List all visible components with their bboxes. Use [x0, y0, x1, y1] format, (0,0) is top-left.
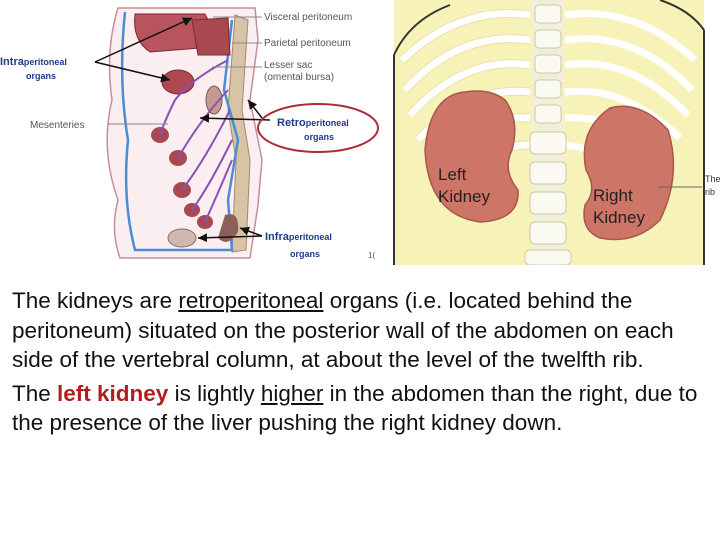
vertebral-column — [524, 0, 572, 266]
bladder-organ — [167, 228, 197, 248]
arrow-intra — [94, 17, 193, 63]
stomach-organ — [191, 17, 231, 56]
posterior-wall — [227, 14, 251, 253]
description-text: The kidneys are retroperitoneal organs (… — [12, 286, 712, 442]
body-contour-top — [393, 0, 705, 56]
right-kidney-label-1: Right — [593, 186, 633, 205]
retroperitoneal-term: retroperitoneal — [178, 288, 324, 313]
left-kidney — [424, 90, 519, 223]
right-kidney-label-2: Kidney — [593, 208, 645, 227]
label-parietal: Parietal peritoneum — [264, 38, 351, 49]
label-intraperitoneal: Intraperitoneal — [0, 56, 67, 68]
abdomen-outline — [106, 7, 263, 259]
arrow-retro — [247, 99, 263, 119]
p2-text: The — [12, 380, 58, 406]
label-lesser-sac: Lesser sac — [264, 60, 312, 71]
p1-text: The kidneys are — [12, 288, 179, 313]
arrow-retro — [199, 113, 271, 123]
label-retroperitoneal: Retroperitoneal — [277, 117, 349, 129]
retroperitoneal-organ — [205, 85, 223, 115]
right-kidney — [583, 105, 675, 241]
label-mesenteries: Mesenteries — [30, 120, 84, 131]
left-kidney-label-1: Left — [438, 165, 467, 184]
left-kidney-term: left kidney — [57, 380, 169, 406]
label-infraperitoneal: Infraperitoneal — [265, 231, 332, 243]
paragraph-2: The left kidney is lightly higher in the… — [12, 379, 712, 438]
label-retro-organs: organs — [304, 132, 334, 142]
intraperitoneal-organ — [161, 69, 195, 95]
p2-text-cont: is lightly — [168, 380, 261, 406]
page-number: 1( — [368, 251, 375, 260]
kidney-diagram: Left Kidney Right Kidney The rib — [390, 0, 720, 266]
p1-text-cont: organs (i.e. located behind the peritone… — [12, 288, 674, 372]
body-contour — [393, 30, 705, 265]
rib-label-2: rib — [705, 187, 715, 197]
label-intra-organs: organs — [26, 71, 56, 81]
label-omental-bursa: (omental bursa) — [264, 72, 334, 83]
peritoneum-diagram: Visceral peritoneum Parietal peritoneum … — [0, 0, 390, 265]
infraperitoneal-organ — [218, 214, 239, 242]
label-infra-organs: organs — [290, 249, 320, 259]
higher-term: higher — [260, 380, 324, 406]
left-kidney-label-2: Kidney — [438, 187, 490, 206]
parietal-peritoneum-line — [120, 11, 240, 252]
arrow-infra — [239, 226, 263, 237]
p2-text-end: in the abdomen than the right, due to th… — [12, 380, 698, 436]
arrow-infra — [197, 233, 263, 243]
rib-label-1: The — [705, 174, 720, 184]
label-visceral: Visceral peritoneum — [264, 12, 352, 23]
paragraph-1: The kidneys are retroperitoneal organs (… — [12, 286, 712, 375]
highlight-circle — [257, 103, 379, 153]
arrow-intra — [94, 61, 171, 83]
